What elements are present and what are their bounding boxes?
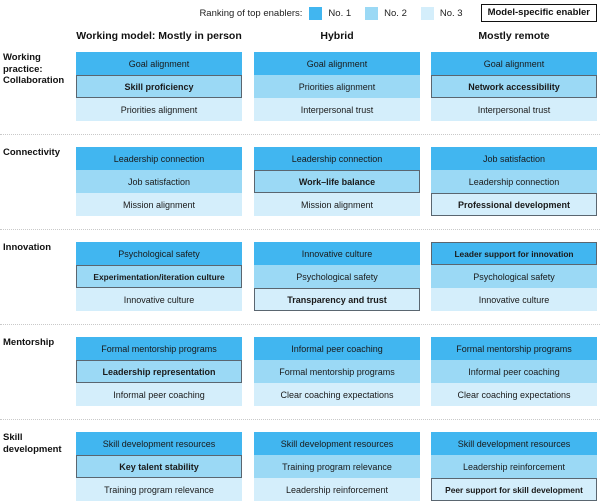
enabler-cell: Skill development resources [431, 432, 597, 455]
enabler-cell: Skill development resources [76, 432, 242, 455]
model-specific-enabler-cell: Experimentation/iteration culture [76, 265, 242, 288]
column-header-remote: Mostly remote [478, 30, 550, 42]
row-label-skill-development: Skill development [3, 432, 62, 455]
enabler-cell: Psychological safety [254, 265, 420, 288]
enabler-cell: Innovative culture [76, 288, 242, 311]
enabler-cell: Leadership connection [254, 147, 420, 170]
column-header-hybrid: Hybrid [320, 30, 354, 42]
legend-swatch-rank2-icon [365, 6, 379, 20]
legend-item-rank3-label: No. 3 [439, 7, 463, 19]
enabler-cell: Goal alignment [76, 52, 242, 75]
enabler-cell: Psychological safety [76, 242, 242, 265]
row-group-skill-development: Skill development Skill development resou… [0, 432, 600, 503]
row-label-connectivity: Connectivity [3, 147, 61, 158]
model-specific-enabler-cell: Key talent stability [76, 455, 242, 478]
row-divider [0, 419, 600, 420]
model-specific-enabler-cell: Skill proficiency [76, 75, 242, 98]
legend: Ranking of top enablers: No. 1 No. 2 No.… [0, 0, 600, 26]
model-specific-enabler-cell: Leader support for innovation [431, 242, 597, 265]
enabler-cell: Innovative culture [431, 288, 597, 311]
enabler-cell: Formal mentorship programs [76, 337, 242, 360]
enabler-cell: Leadership reinforcement [254, 478, 420, 501]
enabler-cell: Job satisfaction [76, 170, 242, 193]
model-specific-enabler-cell: Peer support for skill development [431, 478, 597, 501]
legend-item-rank2: No. 2 [365, 6, 407, 20]
enabler-cell: Formal mentorship programs [254, 360, 420, 383]
row-group-working-practice-collaboration: Working practice: Collaboration Goal alig… [0, 52, 600, 135]
enabler-cell: Innovative culture [254, 242, 420, 265]
enabler-cell: Clear coaching expectations [431, 383, 597, 406]
enabler-cell: Goal alignment [431, 52, 597, 75]
model-specific-enabler-cell: Transparency and trust [254, 288, 420, 311]
legend-swatch-rank3-icon [420, 6, 434, 20]
enabler-cell: Priorities alignment [76, 98, 242, 121]
row-label-mentorship: Mentorship [3, 337, 55, 348]
legend-swatch-rank1-icon [309, 6, 323, 20]
legend-item-rank1-label: No. 1 [328, 7, 352, 19]
row-divider [0, 134, 600, 135]
row-divider [0, 324, 600, 325]
enabler-cell: Leadership connection [431, 170, 597, 193]
enabler-cell: Mission alignment [76, 193, 242, 216]
model-specific-enabler-cell: Professional development [431, 193, 597, 216]
enabler-cell: Job satisfaction [431, 147, 597, 170]
legend-item-rank2-label: No. 2 [384, 7, 407, 19]
row-divider [0, 229, 600, 230]
enabler-cell: Psychological safety [431, 265, 597, 288]
enabler-cell: Training program relevance [254, 455, 420, 478]
enabler-cell: Training program relevance [76, 478, 242, 501]
enabler-cell: Goal alignment [254, 52, 420, 75]
enabler-cell: Informal peer coaching [254, 337, 420, 360]
enabler-cell: Clear coaching expectations [254, 383, 420, 406]
model-specific-enabler-cell: Leadership representation [76, 360, 242, 383]
legend-title: Ranking of top enablers: [199, 7, 303, 19]
enabler-cell: Interpersonal trust [431, 98, 597, 121]
row-label-working-practice-collaboration: Working practice: Collaboration [3, 52, 65, 86]
enabler-cell: Leadership connection [76, 147, 242, 170]
enabler-cell: Interpersonal trust [254, 98, 420, 121]
legend-item-rank3: No. 3 [420, 6, 463, 20]
enabler-cell: Formal mentorship programs [431, 337, 597, 360]
enabler-cell: Priorities alignment [254, 75, 420, 98]
row-label-innovation: Innovation [3, 242, 52, 253]
model-specific-enabler-cell: Network accessibility [431, 75, 597, 98]
column-headers: Working model: Mostly in person Hybrid M… [0, 30, 600, 48]
column-header-in-person: Working model: Mostly in person [76, 30, 242, 42]
enabler-cell: Leadership reinforcement [431, 455, 597, 478]
model-specific-enabler-cell: Work–life balance [254, 170, 420, 193]
enabler-cell: Informal peer coaching [431, 360, 597, 383]
enabler-cell: Informal peer coaching [76, 383, 242, 406]
model-specific-enabler-legend: Model-specific enabler [480, 4, 597, 22]
enabler-cell: Mission alignment [254, 193, 420, 216]
enabler-matrix: Working practice: Collaboration Goal alig… [0, 52, 600, 503]
legend-item-rank1: No. 1 [309, 6, 352, 20]
enabler-cell: Skill development resources [254, 432, 420, 455]
